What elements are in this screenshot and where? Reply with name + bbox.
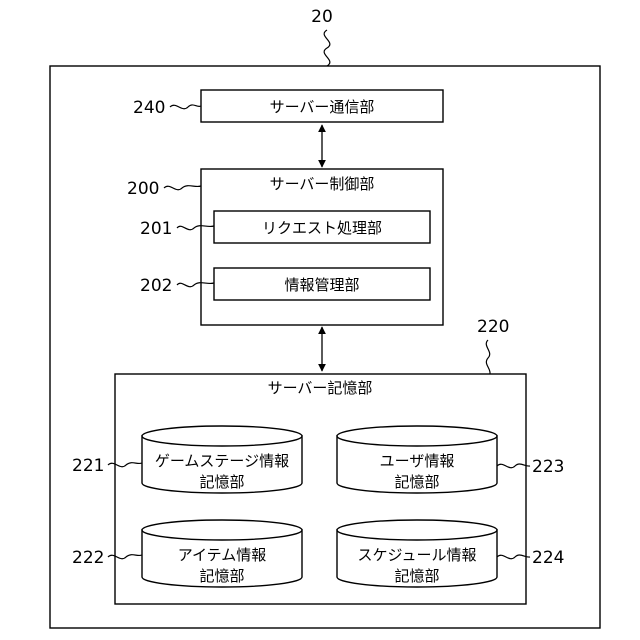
ref-201-label: 201 (140, 219, 172, 239)
figure-ref-leader (324, 30, 330, 66)
ref-202-label: 202 (140, 276, 172, 296)
user-info-storage-line2: 記憶部 (394, 473, 439, 491)
server-communication-label: サーバー通信部 (270, 98, 375, 116)
figure-ref-label: 20 (311, 7, 333, 27)
ref-223-label: 223 (532, 457, 564, 477)
info-management-label: 情報管理部 (284, 276, 359, 294)
schedule-info-storage-line2: 記憶部 (394, 567, 439, 585)
ref-200-label: 200 (127, 179, 159, 199)
ref-222-label: 222 (72, 548, 104, 568)
ref-221-label: 221 (72, 456, 104, 476)
game-stage-storage-line2: 記憶部 (199, 473, 244, 491)
schedule-info-storage-line1: スケジュール情報 (358, 546, 477, 564)
ref-224-label: 224 (532, 548, 564, 568)
item-info-storage-line2: 記憶部 (199, 567, 244, 585)
user-info-storage-line1: ユーザ情報 (380, 452, 455, 470)
request-processing-label: リクエスト処理部 (262, 219, 382, 237)
game-stage-storage-line1: ゲームステージ情報 (155, 452, 289, 470)
server-storage-label: サーバー記憶部 (268, 379, 373, 397)
server-control-label: サーバー制御部 (270, 175, 375, 193)
ref-220-label: 220 (477, 317, 509, 337)
item-info-storage-line1: アイテム情報 (178, 546, 267, 564)
ref-240-label: 240 (133, 98, 165, 118)
